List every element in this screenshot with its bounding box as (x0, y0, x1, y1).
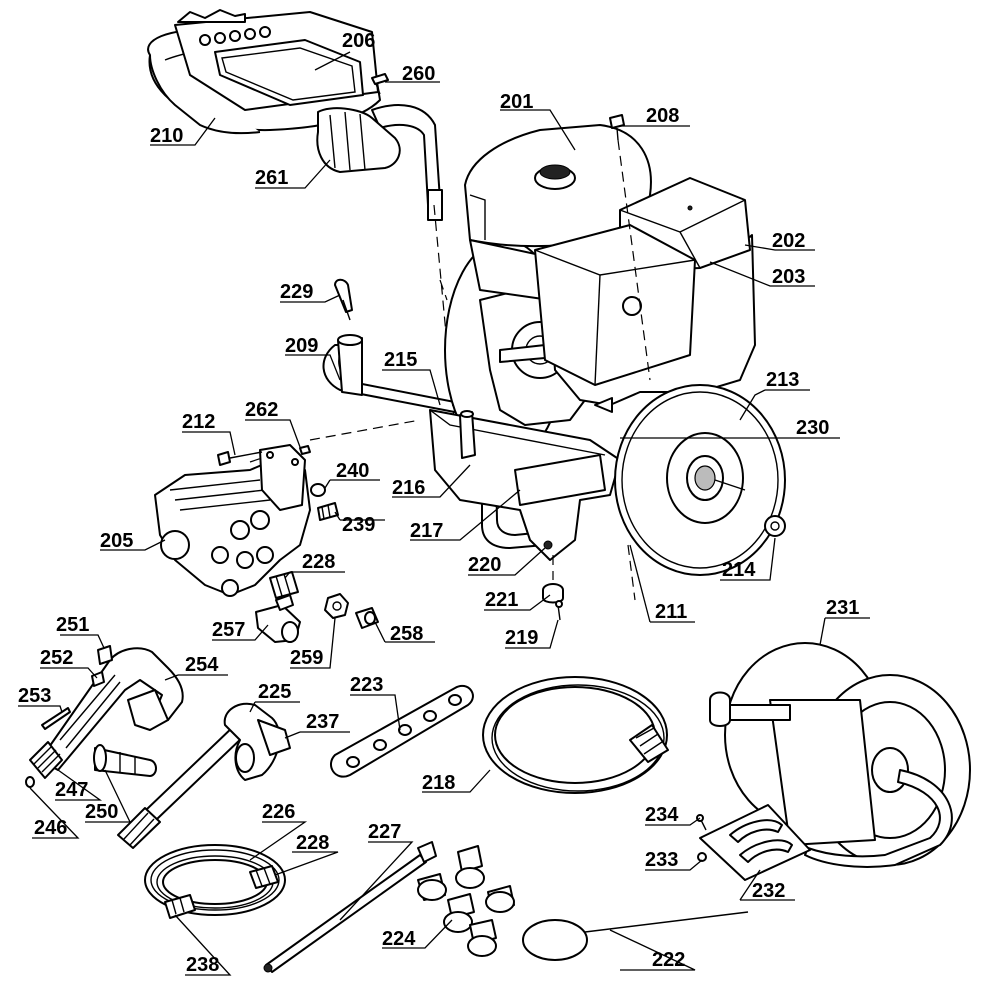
callout-251: 251 (56, 614, 89, 636)
callout-216: 216 (392, 477, 425, 499)
bracket-plate-223 (330, 685, 474, 778)
callout-260: 260 (402, 63, 435, 85)
key-262 (299, 445, 311, 455)
callout-252: 252 (40, 647, 73, 669)
bolt-alignment-line (617, 139, 651, 381)
pump-alignment-line (309, 419, 421, 441)
pin-229 (334, 278, 353, 321)
callout-230: 230 (796, 417, 829, 439)
callout-228-lower: 228 (296, 832, 329, 854)
fitting-258 (355, 607, 379, 629)
callout-213: 213 (766, 369, 799, 391)
callout-233: 233 (645, 849, 678, 871)
callout-214: 214 (722, 559, 756, 581)
callout-224: 224 (382, 928, 416, 950)
callout-220: 220 (468, 554, 501, 576)
fitting-257 (255, 594, 301, 643)
callout-231: 231 (826, 597, 859, 619)
callout-229: 229 (280, 281, 313, 303)
callout-205: 205 (100, 530, 133, 552)
nut-259 (324, 593, 349, 619)
callout-258: 258 (390, 623, 423, 645)
o-ring-246 (25, 776, 35, 788)
nut-233 (697, 852, 707, 862)
plug-240 (310, 483, 326, 497)
callout-202: 202 (772, 230, 805, 252)
wheel (614, 384, 786, 576)
callout-206: 206 (342, 30, 375, 52)
callout-215: 215 (384, 349, 417, 371)
callout-222: 222 (652, 949, 685, 971)
spray-lance (117, 702, 291, 849)
callout-240: 240 (336, 460, 369, 482)
callout-208: 208 (646, 105, 679, 127)
engine (444, 124, 756, 461)
control-panel (174, 9, 379, 111)
callout-212: 212 (182, 411, 215, 433)
callout-227: 227 (368, 821, 401, 843)
callout-247: 247 (55, 779, 88, 801)
callout-labels: 201 202 203 205 206 208 209 210 211 212 … (18, 30, 859, 976)
cleaning-tool-222 (522, 911, 749, 961)
leader-lines (18, 51, 870, 976)
callout-262: 262 (245, 399, 278, 421)
callout-257: 257 (212, 619, 245, 641)
pump-alignment-line-2 (249, 457, 263, 463)
frame-base-tray (429, 409, 621, 561)
handle-alignment-line (433, 204, 456, 431)
callout-201: 201 (500, 91, 533, 113)
callout-250: 250 (85, 801, 118, 823)
callout-253: 253 (18, 685, 51, 707)
screw-260 (371, 73, 389, 95)
nut-220 (543, 540, 553, 550)
bolt-208 (609, 114, 625, 141)
callout-211: 211 (655, 601, 687, 623)
callout-221: 221 (485, 589, 518, 611)
callout-225: 225 (258, 681, 291, 703)
callout-259: 259 (290, 647, 323, 669)
tie-253 (41, 707, 71, 730)
mount-plate-232 (699, 804, 811, 881)
extension-handle-250 (93, 744, 157, 777)
label-251 (97, 645, 113, 665)
callout-226: 226 (262, 801, 295, 823)
screw-234 (696, 814, 707, 831)
callout-203: 203 (772, 266, 805, 288)
rubber-foot-221 (542, 583, 564, 604)
soap-wand-227 (263, 841, 437, 973)
high-pressure-hose (144, 844, 286, 919)
callout-261: 261 (255, 167, 288, 189)
axle-alignment-line (627, 544, 636, 601)
callout-217: 217 (410, 520, 443, 542)
callout-239: 239 (342, 514, 375, 536)
hose-reel (709, 642, 971, 868)
axle-cap-214 (764, 515, 786, 537)
callout-223: 223 (350, 674, 383, 696)
callout-210: 210 (150, 125, 183, 147)
pump (154, 444, 311, 597)
callout-232: 232 (752, 880, 785, 902)
callout-254: 254 (185, 654, 219, 676)
handle-grip-boot (316, 107, 401, 173)
fitting-228 (269, 571, 299, 599)
spray-gun (29, 647, 184, 779)
callout-219: 219 (505, 627, 538, 649)
handle-alignment-line-2 (439, 279, 448, 301)
bolt-219 (555, 600, 563, 621)
callout-238: 238 (186, 954, 219, 976)
callout-234: 234 (645, 804, 679, 826)
callout-228-upper: 228 (302, 551, 335, 573)
fitting-239 (317, 502, 339, 521)
callout-246: 246 (34, 817, 67, 839)
garden-hose-218 (482, 676, 669, 794)
callout-209: 209 (285, 335, 318, 357)
callout-237: 237 (306, 711, 339, 733)
callout-218: 218 (422, 772, 455, 794)
nozzle-set-224 (417, 845, 515, 957)
bolt-212 (217, 451, 263, 466)
